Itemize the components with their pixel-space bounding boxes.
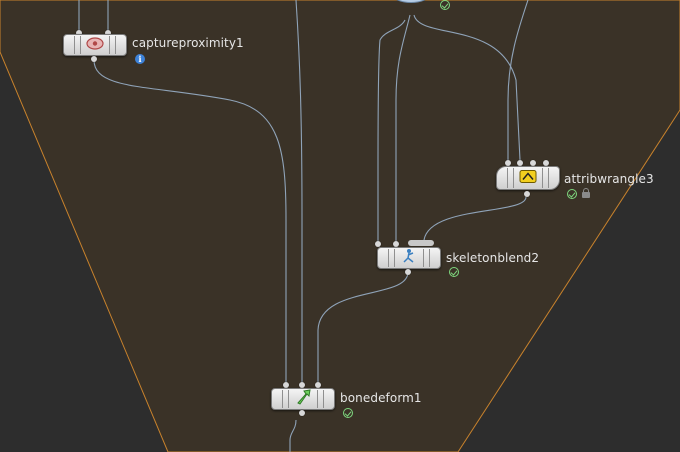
node-body[interactable] bbox=[271, 388, 335, 410]
display-flag-icon[interactable] bbox=[449, 267, 459, 277]
node-body[interactable] bbox=[377, 247, 441, 269]
input-port[interactable] bbox=[517, 160, 523, 166]
input-port[interactable] bbox=[543, 160, 549, 166]
lock-icon[interactable] bbox=[582, 188, 590, 198]
input-port[interactable] bbox=[375, 241, 381, 247]
skeleton-blend-icon bbox=[400, 248, 418, 268]
wire[interactable] bbox=[413, 14, 521, 161]
capture-proximity-icon bbox=[86, 36, 104, 55]
shelf-node-icon bbox=[396, 0, 426, 3]
wire[interactable] bbox=[93, 59, 287, 382]
partial-node[interactable] bbox=[386, 0, 436, 8]
node-label[interactable]: captureproximity1 bbox=[132, 36, 244, 50]
input-port[interactable] bbox=[299, 382, 305, 388]
wire[interactable] bbox=[395, 14, 411, 242]
bone-deform-icon bbox=[294, 389, 312, 409]
node-body[interactable] bbox=[496, 166, 560, 190]
node-body[interactable] bbox=[63, 34, 127, 56]
multi-input-port[interactable] bbox=[408, 240, 434, 246]
display-flag-icon[interactable] bbox=[440, 0, 450, 10]
input-port[interactable] bbox=[76, 30, 82, 36]
output-port[interactable] bbox=[405, 269, 411, 275]
wire[interactable] bbox=[377, 19, 406, 242]
wires bbox=[78, 0, 529, 452]
wire[interactable] bbox=[289, 419, 297, 452]
output-port[interactable] bbox=[91, 56, 97, 62]
node-label[interactable]: skeletonblend2 bbox=[446, 251, 540, 265]
input-port[interactable] bbox=[393, 241, 399, 247]
input-port[interactable] bbox=[283, 382, 289, 388]
input-port[interactable] bbox=[315, 382, 321, 388]
wire[interactable] bbox=[317, 271, 409, 382]
node-label[interactable]: attribwrangle3 bbox=[564, 172, 654, 186]
display-flag-icon[interactable] bbox=[567, 189, 577, 199]
wire[interactable] bbox=[423, 196, 527, 241]
output-port[interactable] bbox=[299, 410, 305, 416]
wire[interactable] bbox=[295, 0, 303, 382]
display-flag-icon[interactable] bbox=[343, 408, 353, 418]
wire[interactable] bbox=[507, 0, 529, 160]
input-port[interactable] bbox=[505, 160, 511, 166]
node-label[interactable]: bonedeform1 bbox=[340, 391, 422, 405]
attrib-wrangle-icon bbox=[519, 169, 537, 188]
info-flag-icon[interactable]: i bbox=[135, 54, 145, 64]
output-port[interactable] bbox=[524, 191, 530, 197]
input-port[interactable] bbox=[530, 160, 536, 166]
input-port[interactable] bbox=[105, 30, 111, 36]
